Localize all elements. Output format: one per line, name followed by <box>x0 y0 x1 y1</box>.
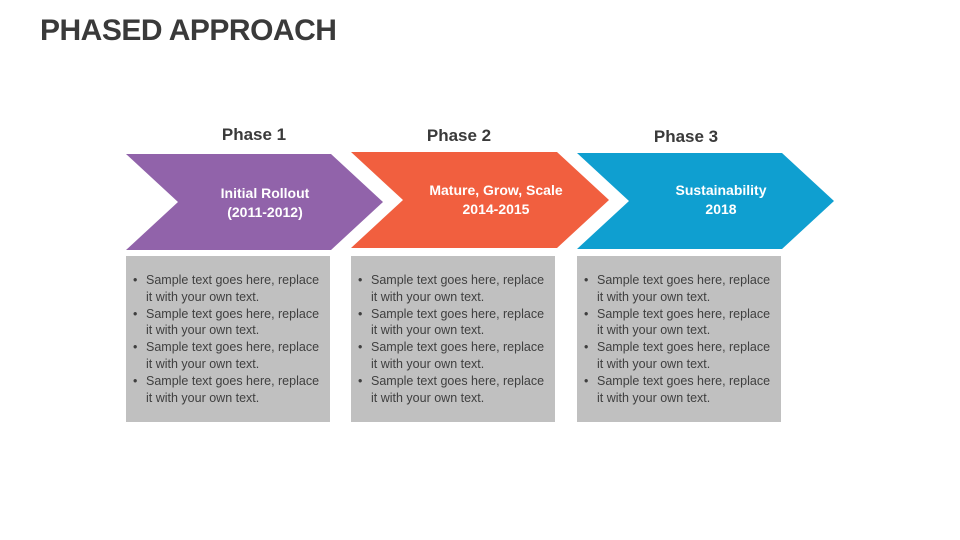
list-item: •Sample text goes here, replace it with … <box>584 306 771 338</box>
phase-2-heading-line2: 2014-2015 <box>462 201 530 217</box>
list-item: •Sample text goes here, replace it with … <box>358 273 545 304</box>
list-item: •Sample text goes here, replace it with … <box>358 306 545 338</box>
phase-3-heading-line2: 2018 <box>705 201 737 217</box>
bullet-icon: • <box>358 373 363 388</box>
list-item: •Sample text goes here, replace it with … <box>133 373 320 405</box>
list-item: •Sample text goes here, replace it with … <box>133 306 320 338</box>
list-item: •Sample text goes here, replace it with … <box>584 373 771 405</box>
bullet-icon: • <box>584 340 589 355</box>
phase-1-heading-line2: (2011-2012) <box>227 204 303 220</box>
phase-1-heading: Initial Rollout (2011-2012) <box>170 184 360 222</box>
list-item: •Sample text goes here, replace it with … <box>358 373 545 405</box>
phase-1-card: •Sample text goes here, replace it with … <box>126 256 330 422</box>
slide-title: PHASED APPROACH <box>40 14 337 47</box>
phase-2-label: Phase 2 <box>426 126 492 145</box>
bullet-icon: • <box>133 273 138 287</box>
list-item: •Sample text goes here, replace it with … <box>358 340 545 371</box>
phase-3-heading: Sustainability 2018 <box>626 181 816 219</box>
bullet-icon: • <box>358 306 363 321</box>
phase-1-bullet-list: •Sample text goes here, replace it with … <box>132 272 324 406</box>
phase-1-chevron <box>126 154 383 250</box>
phase-2-heading: Mature, Grow, Scale 2014-2015 <box>401 181 591 219</box>
bullet-icon: • <box>133 373 138 388</box>
phase-2-heading-line1: Mature, Grow, Scale <box>429 182 563 198</box>
bullet-icon: • <box>358 273 363 287</box>
list-item: •Sample text goes here, replace it with … <box>584 340 771 371</box>
bullet-icon: • <box>584 373 589 388</box>
phase-3-heading-line1: Sustainability <box>675 182 767 198</box>
phase-3-label: Phase 3 <box>653 127 719 146</box>
phase-3-chevron <box>577 153 834 249</box>
list-item: •Sample text goes here, replace it with … <box>133 340 320 371</box>
bullet-icon: • <box>133 340 138 355</box>
phase-1-heading-line1: Initial Rollout <box>220 185 310 201</box>
phase-3-card: •Sample text goes here, replace it with … <box>577 256 781 422</box>
phase-2-chevron <box>351 152 609 248</box>
phase-3-bullet-list: •Sample text goes here, replace it with … <box>583 272 775 406</box>
list-item: •Sample text goes here, replace it with … <box>584 273 771 304</box>
phase-2-bullet-list: •Sample text goes here, replace it with … <box>357 272 549 406</box>
list-item: •Sample text goes here, replace it with … <box>133 273 320 304</box>
bullet-icon: • <box>584 273 589 287</box>
bullet-icon: • <box>358 340 363 355</box>
bullet-icon: • <box>133 306 138 321</box>
bullet-icon: • <box>584 306 589 321</box>
phase-1-label: Phase 1 <box>221 125 287 144</box>
phase-2-card: •Sample text goes here, replace it with … <box>351 256 555 422</box>
